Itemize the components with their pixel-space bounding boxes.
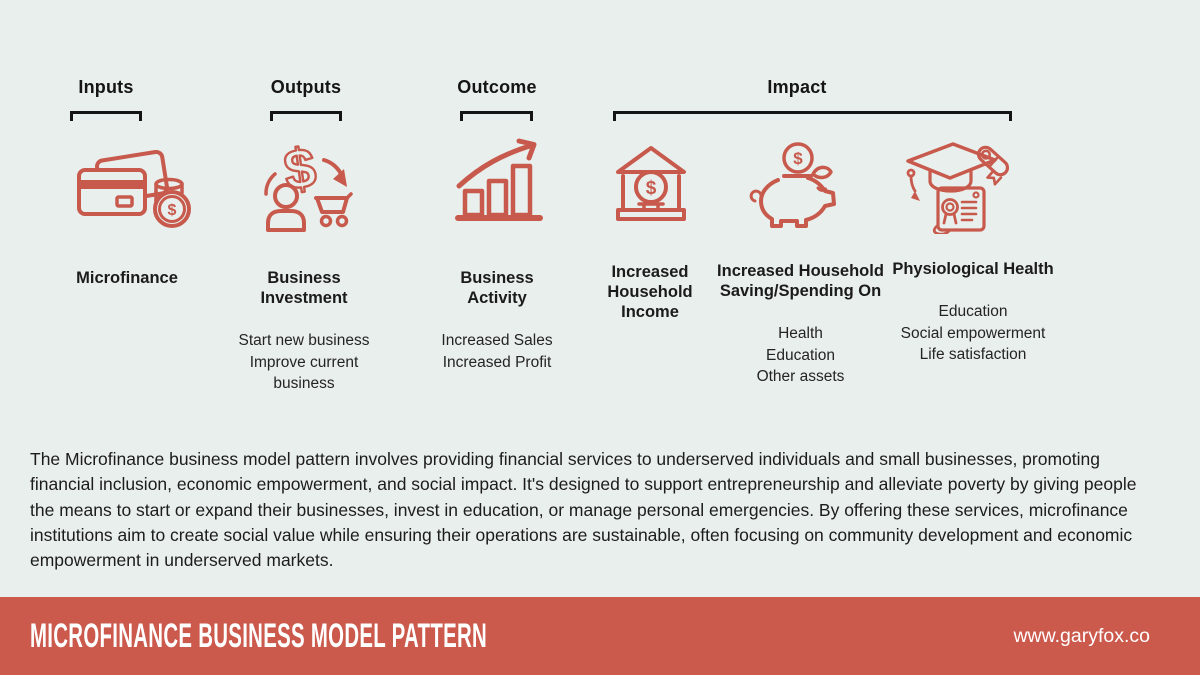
footer-website-link[interactable]: www.garyfox.co (1013, 624, 1150, 647)
stage-label-inputs: Inputs (78, 77, 134, 97)
item-title-household-saving: Increased Household Saving/Spending On (717, 262, 884, 300)
detail-line: Improve current business (249, 353, 359, 393)
stage-label-outcome: Outcome (457, 77, 537, 97)
graduation-diploma-certificate-icon (898, 128, 1016, 234)
dollar-glyph: $ (280, 138, 320, 202)
detail-line: Other assets (756, 368, 845, 385)
detail-line: Increased Profit (442, 353, 552, 371)
detail-line: Education (766, 346, 835, 364)
stage-bracket-impact (613, 111, 1012, 121)
item-title-household-income: Increased Household Income (607, 263, 693, 321)
item-details-business-activity: Increased Sales Increased Profit (417, 330, 577, 373)
footer-title: MICROFINANCE BUSINESS MODEL PATTERN (30, 616, 488, 655)
footer-banner: MICROFINANCE BUSINESS MODEL PATTERN www.… (0, 597, 1200, 675)
detail-line: Health (778, 325, 823, 342)
item-details-physiological-health: Education Social empowerment Life satisf… (878, 301, 1068, 366)
item-details-household-saving: Health Education Other assets (713, 323, 888, 388)
stage-label-outputs: Outputs (270, 77, 342, 97)
item-title-business-investment: Business Investment (260, 269, 348, 307)
stage-label-impact: Impact (767, 77, 827, 97)
detail-line: Education (938, 303, 1008, 320)
dollar-person-cart-cycle-icon: $ (258, 138, 354, 232)
rising-bar-chart-icon (455, 138, 543, 224)
bank-dollar-icon: $ (611, 140, 691, 230)
dollar-glyph: $ (646, 178, 657, 199)
credit-cards-and-coins-icon: $ (73, 148, 191, 232)
detail-line: Life satisfaction (919, 346, 1027, 363)
detail-line: Increased Sales (441, 332, 553, 349)
stage-bracket-outputs (270, 111, 342, 121)
detail-line: Social empowerment (900, 324, 1046, 342)
item-details-business-investment: Start new business Improve current busin… (229, 330, 379, 395)
stage-bracket-inputs (70, 111, 142, 121)
dollar-glyph: $ (793, 149, 803, 168)
item-title-physiological-health: Physiological Health (892, 260, 1054, 278)
detail-line: Start new business (238, 332, 370, 349)
item-title-business-activity: Business Activity (460, 269, 534, 307)
description-paragraph: The Microfinance business model pattern … (30, 449, 1137, 571)
stage-bracket-outcome (460, 111, 533, 121)
item-title-microfinance: Microfinance (76, 269, 178, 287)
piggy-bank-coin-icon: $ (748, 138, 848, 232)
dollar-glyph: $ (168, 202, 177, 219)
